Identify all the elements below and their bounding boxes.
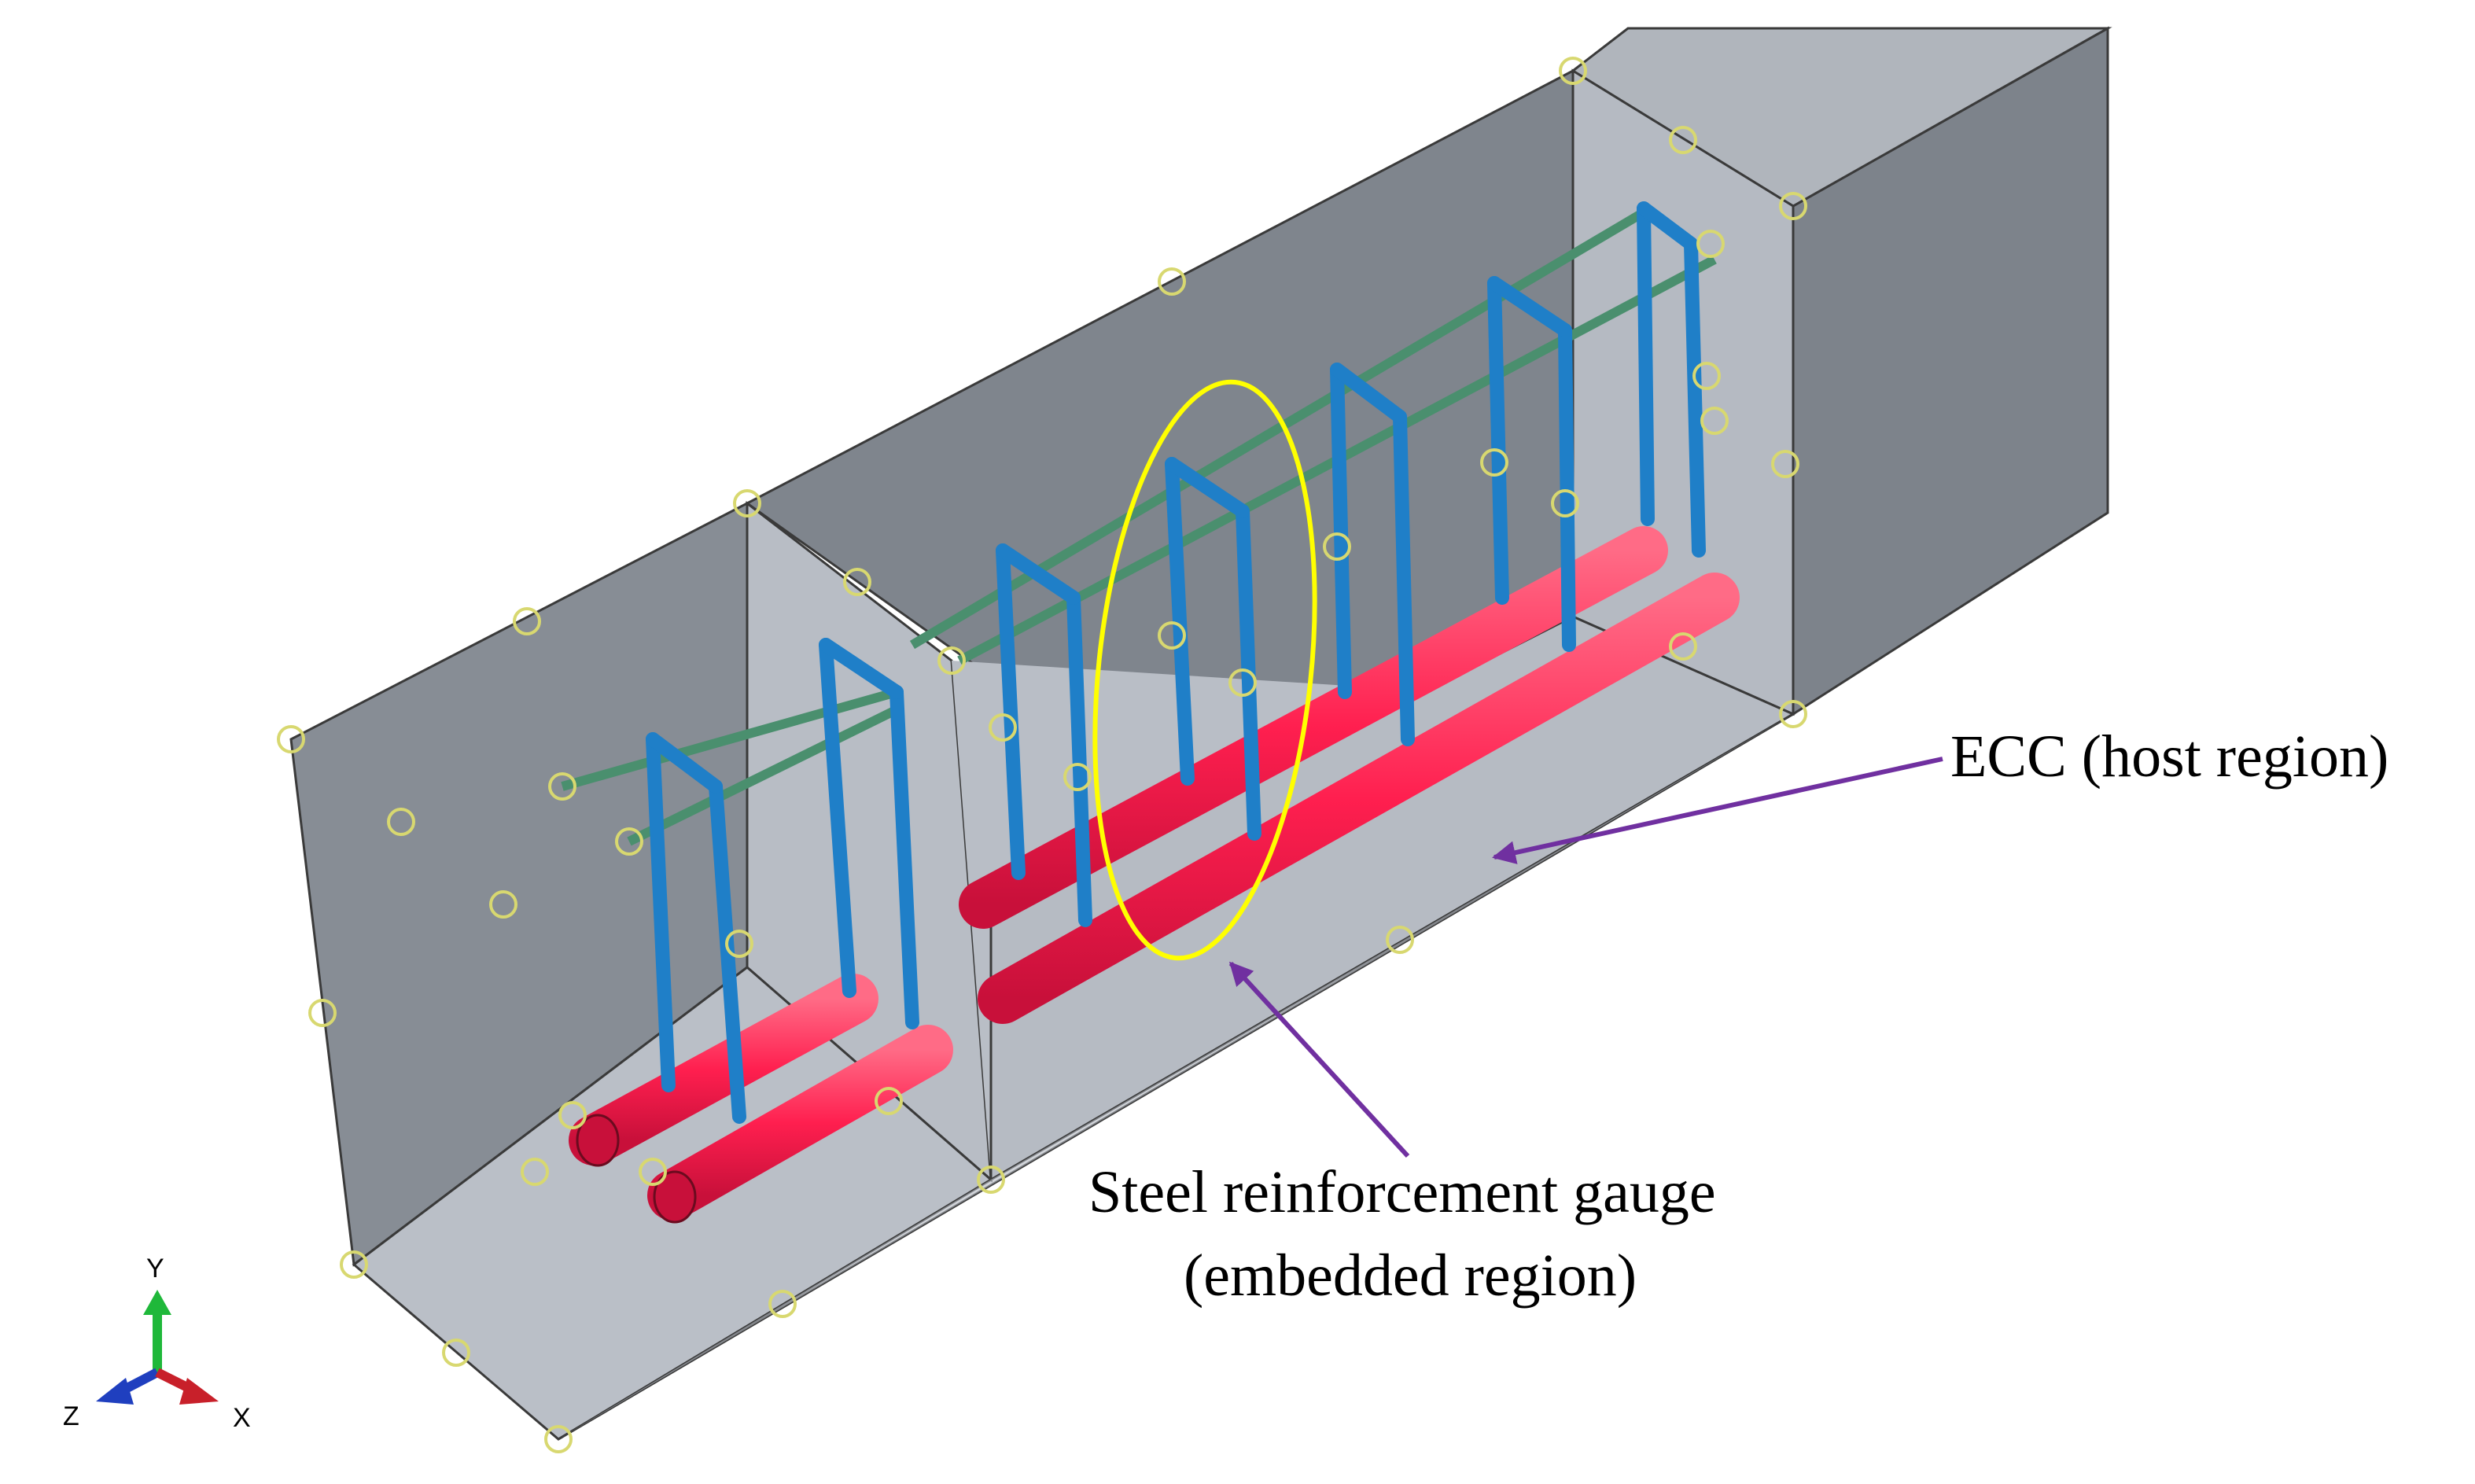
host-arrow: [1492, 757, 1943, 864]
node-marker: [733, 489, 761, 517]
top-bar: [627, 703, 903, 846]
stirrup: [1330, 363, 1407, 424]
steel-reinforcement-embedded: [561, 201, 1740, 1224]
node-marker: [1559, 57, 1587, 85]
node-markers: [277, 57, 1807, 1453]
stirrup: [1637, 201, 1655, 526]
node-marker: [1158, 267, 1186, 296]
stirrup: [1487, 276, 1509, 605]
stirrup: [1066, 591, 1092, 927]
node-marker: [340, 1250, 368, 1279]
longitudinal-bar: [647, 1025, 953, 1221]
node-marker: [1228, 668, 1257, 697]
node-marker: [521, 1158, 549, 1186]
node-marker: [558, 1101, 587, 1129]
node-marker: [1669, 126, 1697, 154]
bar-end: [653, 1170, 697, 1224]
stirrup: [996, 543, 1081, 605]
node-marker: [513, 607, 541, 635]
node-marker: [1669, 632, 1697, 661]
highlight-ellipse: [1092, 379, 1317, 961]
host-region-label: ECC (host region): [1950, 724, 2389, 790]
stirrup: [889, 685, 919, 1029]
node-marker: [725, 930, 753, 958]
node-marker: [442, 1339, 470, 1367]
stirrup: [819, 638, 904, 699]
embedded-region-label-line1: Steel reinforcement gauge: [1088, 1159, 1716, 1225]
node-marker: [875, 1087, 903, 1115]
stirrup: [709, 779, 746, 1124]
stirrup: [1165, 457, 1250, 518]
stirrup: [1487, 276, 1572, 337]
axis-z-head: [96, 1378, 134, 1405]
node-marker: [768, 1290, 797, 1318]
stirrup: [1393, 410, 1415, 746]
node-marker: [1063, 763, 1092, 791]
node-marker: [1692, 362, 1721, 390]
longitudinal-bar: [959, 526, 1668, 929]
body-bottom-strip: [558, 714, 1793, 1439]
node-marker: [639, 1158, 667, 1186]
node-marker: [1323, 532, 1351, 561]
bar-end: [576, 1114, 620, 1167]
coordinate-triad: [96, 1290, 219, 1405]
node-marker: [1700, 407, 1729, 435]
stirrup: [819, 638, 856, 998]
stirrup: [1558, 323, 1576, 652]
floor-middle: [952, 617, 1793, 1180]
axis-x-label: X: [233, 1403, 251, 1433]
node-marker: [1696, 230, 1725, 258]
embedded-arrow: [1228, 961, 1410, 1158]
node-marker: [937, 646, 966, 675]
node-marker: [977, 1165, 1005, 1194]
axis-x-head: [179, 1378, 219, 1405]
stirrup: [1637, 201, 1698, 251]
stirrup: [1165, 457, 1195, 786]
node-marker: [1158, 621, 1186, 650]
longitudinal-bar: [569, 974, 878, 1165]
longitudinal-bar: [978, 573, 1740, 1024]
stirrup: [1330, 363, 1352, 699]
node-marker: [1386, 926, 1414, 954]
embedded-region-label-line2: (embedded region): [1184, 1243, 1637, 1309]
stirrup: [996, 543, 1026, 880]
node-marker: [548, 772, 576, 801]
stirrup: [1684, 237, 1706, 558]
node-marker: [1551, 489, 1579, 517]
stirrup: [646, 732, 676, 1092]
node-marker: [489, 890, 517, 919]
stirrup: [646, 732, 723, 794]
axis-y-head: [143, 1290, 171, 1315]
node-marker: [1779, 192, 1807, 220]
node-marker: [387, 808, 415, 836]
node-marker: [1771, 450, 1799, 478]
node-marker: [1480, 448, 1508, 477]
top-bar: [561, 687, 898, 791]
node-marker: [989, 713, 1017, 742]
node-marker: [843, 568, 871, 596]
annotation-arrows: [1228, 757, 1943, 1158]
node-marker: [277, 725, 305, 753]
node-marker: [544, 1425, 573, 1453]
node-marker: [308, 999, 337, 1027]
ecc-host-region: [289, 26, 2112, 1441]
axis-z-label: Z: [63, 1401, 79, 1431]
node-marker: [615, 827, 643, 856]
axis-y-label: Y: [146, 1254, 164, 1283]
node-marker: [1779, 700, 1807, 728]
